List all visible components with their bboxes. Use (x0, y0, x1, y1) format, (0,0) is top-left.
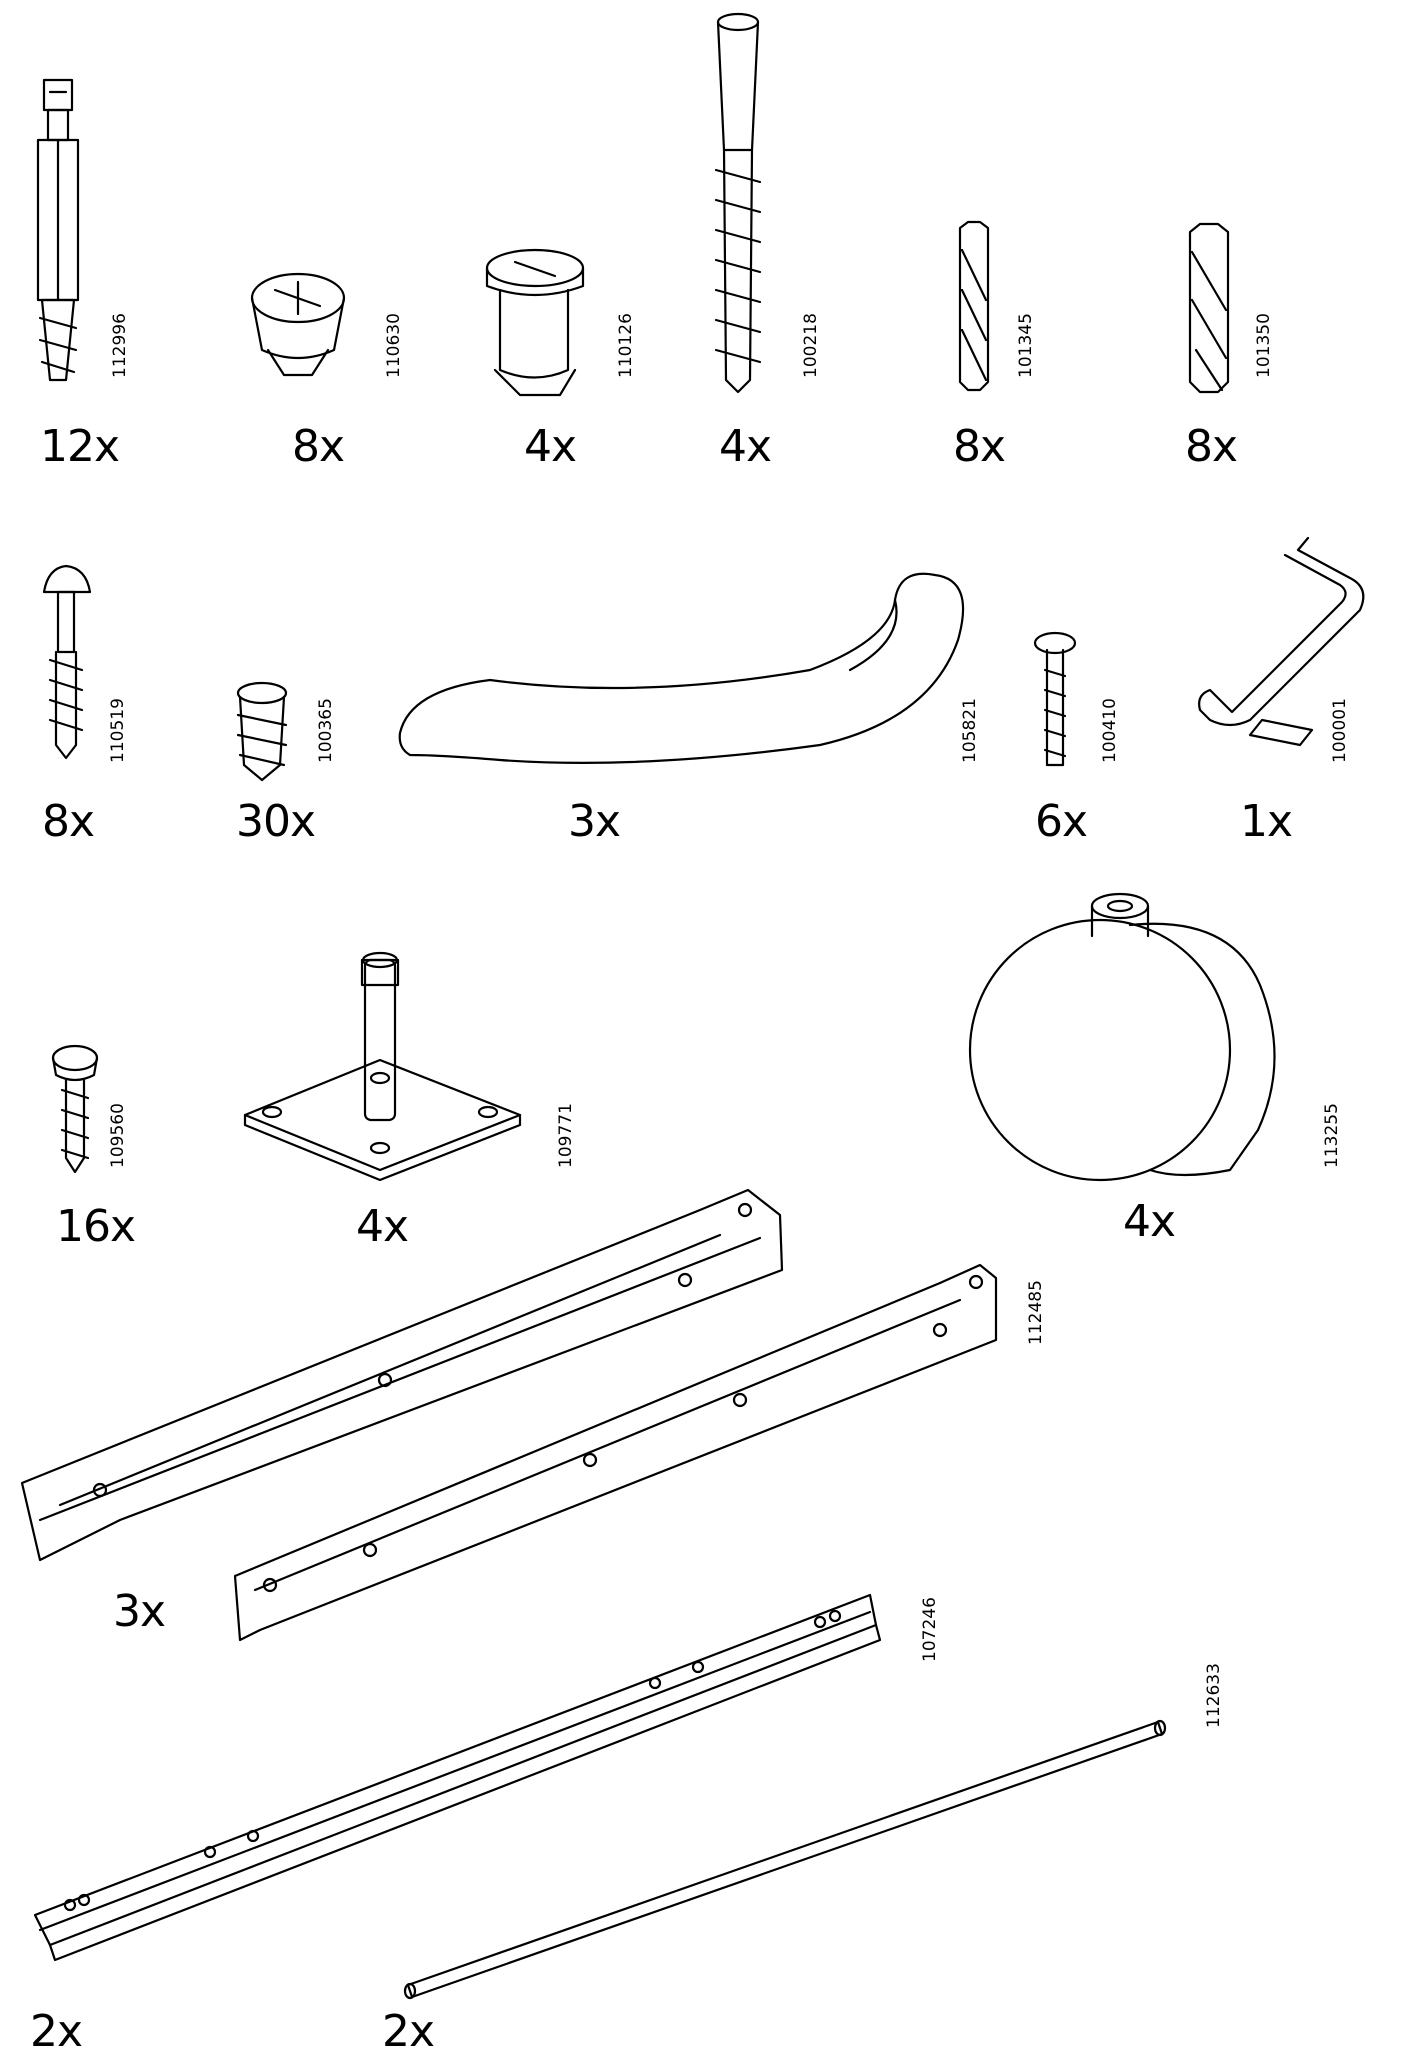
dome-screw-icon (42, 564, 92, 760)
code-110126: 110126 (616, 313, 636, 378)
code-100218: 100218 (801, 313, 821, 378)
code-101345: 101345 (1016, 313, 1036, 378)
handle-icon (398, 572, 965, 764)
pan-screw-icon (51, 1044, 99, 1174)
qty-107246: 2x (30, 2006, 83, 2057)
code-112996: 112996 (110, 313, 130, 378)
code-109771: 109771 (556, 1103, 576, 1168)
cam-bolt-icon (36, 78, 80, 382)
cam-fitting-icon (485, 248, 585, 397)
qty-109560: 16x (56, 1201, 136, 1252)
rod-icon (403, 1719, 1167, 2000)
code-112485: 112485 (1026, 1280, 1046, 1345)
code-101350: 101350 (1254, 313, 1274, 378)
qty-101350: 8x (1185, 421, 1238, 472)
cam-lock-icon (250, 272, 346, 377)
qty-113255: 4x (1123, 1196, 1176, 1247)
allen-key-icon (1198, 536, 1365, 747)
code-100365: 100365 (316, 698, 336, 763)
code-112633: 112633 (1204, 1663, 1224, 1728)
euro-screw-icon (236, 681, 288, 782)
rail-icon (33, 1593, 882, 1962)
code-105821: 105821 (960, 698, 980, 763)
qty-112633: 2x (382, 2006, 435, 2057)
dowel-small-icon (958, 220, 990, 392)
drawer-runner-right-icon (233, 1263, 998, 1642)
code-109560: 109560 (108, 1103, 128, 1168)
drawer-runner-left-icon (20, 1188, 784, 1562)
code-110519: 110519 (108, 698, 128, 763)
qty-100365: 30x (236, 796, 316, 847)
qty-100218: 4x (719, 421, 772, 472)
caster-wheel-icon (968, 892, 1276, 1182)
bolt-icon (1033, 631, 1077, 767)
qty-100001: 1x (1240, 796, 1293, 847)
qty-101345: 8x (953, 421, 1006, 472)
qty-112996: 12x (40, 421, 120, 472)
qty-110126: 4x (524, 421, 577, 472)
code-100001: 100001 (1330, 698, 1350, 763)
mounting-plate-icon (243, 951, 522, 1182)
code-107246: 107246 (920, 1597, 940, 1662)
long-screw-icon (714, 12, 762, 394)
code-110630: 110630 (384, 313, 404, 378)
qty-110519: 8x (42, 796, 95, 847)
qty-109771: 4x (356, 1201, 409, 1252)
qty-112485: 3x (113, 1586, 166, 1637)
qty-100410: 6x (1035, 796, 1088, 847)
code-100410: 100410 (1100, 698, 1120, 763)
code-113255: 113255 (1322, 1103, 1342, 1168)
dowel-large-icon (1188, 222, 1230, 394)
qty-110630: 8x (292, 421, 345, 472)
qty-105821: 3x (568, 796, 621, 847)
